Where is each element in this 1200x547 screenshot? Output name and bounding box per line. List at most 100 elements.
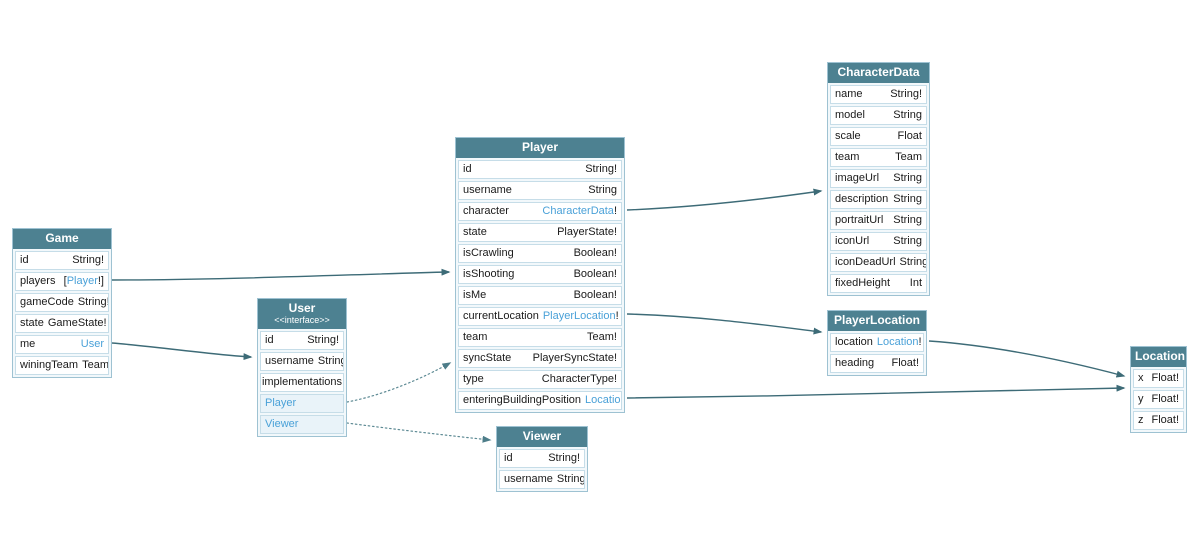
- field-type: [Player!]: [64, 275, 104, 288]
- field-type: Team: [82, 359, 108, 372]
- type-link-characterdata[interactable]: CharacterData: [542, 205, 614, 217]
- field-row-team[interactable]: team Team!: [458, 328, 622, 347]
- field-name: id: [265, 334, 274, 346]
- field-type: String: [318, 355, 343, 368]
- field-type: Float!: [1151, 393, 1179, 406]
- field-type: String!: [890, 88, 922, 101]
- field-type: User: [81, 338, 104, 351]
- field-type: CharacterData!: [542, 205, 617, 218]
- field-type: String!: [72, 254, 104, 267]
- entity-header-user[interactable]: User<<interface>>: [258, 299, 346, 329]
- section-label: implementations: [261, 376, 343, 388]
- field-name: syncState: [463, 352, 512, 364]
- implementation-link-label[interactable]: Viewer: [265, 418, 299, 430]
- type-link-location[interactable]: Location: [585, 394, 621, 406]
- implementation-link-player[interactable]: Player: [260, 394, 344, 413]
- field-name: gameCode: [20, 296, 74, 308]
- field-name: scale: [835, 130, 861, 142]
- type-link-playerlocation[interactable]: PlayerLocation: [542, 310, 616, 322]
- entity-header-player[interactable]: Player: [456, 138, 624, 158]
- field-row-enteringBuildingPosition[interactable]: enteringBuildingPositionLocation: [458, 391, 622, 410]
- field-name: iconDeadUrl: [835, 256, 896, 268]
- entity-header-game[interactable]: Game: [13, 229, 111, 249]
- type-link-location[interactable]: Location: [876, 336, 919, 348]
- implementation-link-label[interactable]: Player: [265, 397, 297, 409]
- field-name: character: [463, 205, 509, 217]
- field-name: x: [1138, 372, 1144, 384]
- type-prefix: [: [63, 275, 67, 287]
- type-scalar: String: [893, 214, 922, 226]
- type-scalar: Boolean!: [573, 289, 617, 301]
- type-scalar: String!: [548, 452, 580, 464]
- field-type: String: [556, 473, 585, 486]
- field-type: String: [893, 193, 922, 206]
- field-type: String: [893, 235, 922, 248]
- entity-header-viewer[interactable]: Viewer: [497, 427, 587, 447]
- field-row-isCrawling[interactable]: isCrawling Boolean!: [458, 244, 622, 263]
- type-scalar: Boolean!: [573, 247, 617, 259]
- field-name: winingTeam: [20, 359, 79, 371]
- field-name: username: [504, 473, 553, 485]
- field-name: team: [463, 331, 488, 343]
- field-row-character[interactable]: character CharacterData!: [458, 202, 622, 221]
- entity-title: User: [288, 301, 316, 315]
- type-scalar: String: [556, 473, 585, 485]
- type-scalar: CharacterType!: [541, 373, 617, 385]
- type-link-player[interactable]: Player: [66, 275, 98, 287]
- type-scalar: Float!: [891, 357, 919, 369]
- field-type: PlayerState!: [557, 226, 617, 239]
- edge-player-enteringbuildingposition-to-location: [626, 384, 1126, 399]
- field-row-players[interactable]: players[Player!]: [15, 272, 109, 291]
- entity-header-playerlocation[interactable]: PlayerLocation: [828, 311, 926, 331]
- edge-user-player-to-player: [346, 362, 452, 403]
- entity-header-characterdata[interactable]: CharacterData: [828, 63, 929, 83]
- implementation-link-viewer[interactable]: Viewer: [260, 415, 344, 434]
- field-type: Int: [910, 277, 922, 290]
- field-name: isCrawling: [463, 247, 514, 259]
- entity-header-location[interactable]: Location: [1131, 347, 1186, 367]
- type-link-user[interactable]: User: [80, 338, 104, 350]
- edge-player-currentlocation-to-playerlocation: [626, 313, 823, 335]
- field-name: imageUrl: [835, 172, 880, 184]
- field-type: Team!: [587, 331, 617, 344]
